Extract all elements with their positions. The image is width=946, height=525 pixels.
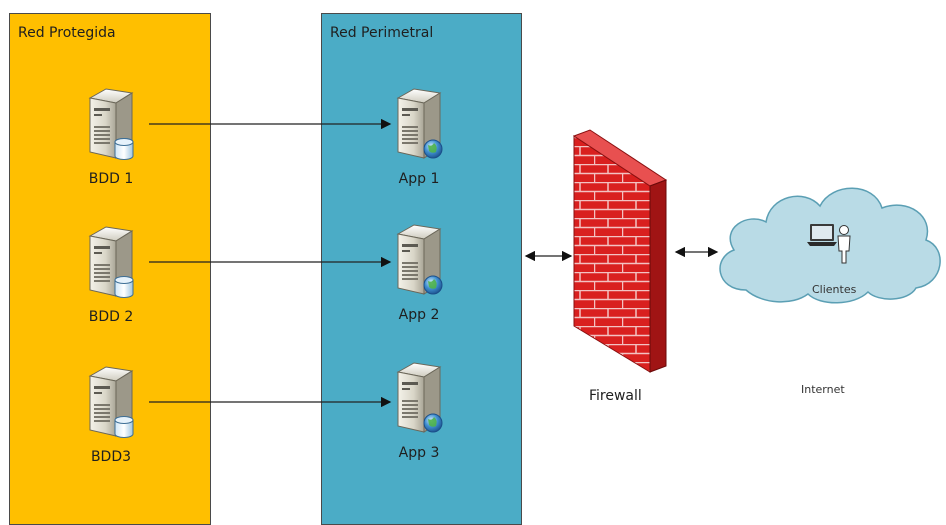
internet-cloud[interactable]	[708, 168, 946, 312]
database-node-3[interactable]: BDD3	[69, 364, 153, 465]
perimeter-zone-title: Red Perimetral	[330, 25, 434, 41]
protected-zone-title: Red Protegida	[18, 25, 116, 41]
firewall-label: Firewall	[589, 388, 642, 404]
web-server-icon	[397, 224, 443, 295]
app-label: App 3	[398, 445, 440, 461]
database-server-icon	[89, 226, 134, 298]
database-label: BDD 2	[88, 309, 134, 325]
web-server-icon	[397, 88, 443, 159]
database-server-icon	[89, 366, 134, 438]
firewall[interactable]	[566, 128, 678, 382]
app-server-node-3[interactable]: App 3	[377, 360, 461, 461]
app-label: App 2	[398, 307, 440, 323]
perimeter-network-zone: Red Perimetral	[321, 13, 522, 525]
app-server-node-1[interactable]: App 1	[377, 86, 461, 187]
clients-label: Clientes	[812, 283, 857, 296]
database-label: BDD 1	[88, 171, 134, 187]
internet-label: Internet	[801, 383, 845, 396]
app-label: App 1	[398, 171, 440, 187]
database-node-1[interactable]: BDD 1	[69, 86, 153, 187]
laptop-user-icon	[807, 224, 851, 264]
database-server-icon	[89, 88, 134, 160]
app-server-node-2[interactable]: App 2	[377, 222, 461, 323]
web-server-icon	[397, 362, 443, 433]
brick-wall-icon	[572, 129, 668, 373]
database-node-2[interactable]: BDD 2	[69, 224, 153, 325]
database-label: BDD3	[90, 449, 132, 465]
